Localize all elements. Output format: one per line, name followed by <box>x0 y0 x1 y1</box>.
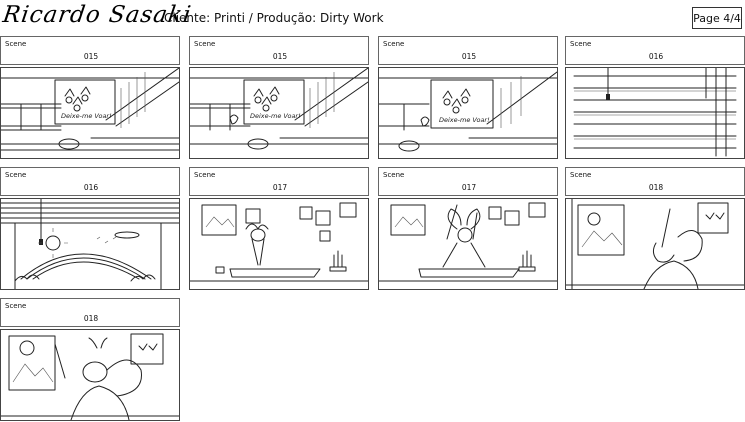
panel-drawing-frame: Deixe-me Voar! <box>0 67 180 159</box>
panel-label-box: Scene 015 <box>0 36 180 65</box>
fairy-yoga-sketch <box>379 202 557 282</box>
panel-label-box: Scene 016 <box>0 167 180 196</box>
scene-number: 016 <box>83 183 99 192</box>
scene-number: 015 <box>83 52 99 61</box>
window-blinds-sketch <box>573 68 737 157</box>
panel-label-box: Scene 016 <box>565 36 745 65</box>
scene-label: Scene <box>194 171 216 179</box>
fairy-yoga-sketch <box>190 202 368 282</box>
banner-text: Deixe-me Voar! <box>439 116 490 124</box>
panel-drawing-frame <box>565 67 745 159</box>
panel-drawing-frame <box>0 329 180 421</box>
staircase-banner-sketch: Deixe-me Voar! <box>1 68 179 151</box>
panel-label-box: Scene 017 <box>378 167 558 196</box>
panel-label-box: Scene 018 <box>0 298 180 327</box>
scene-label: Scene <box>570 171 592 179</box>
scene-number: 015 <box>272 52 288 61</box>
scene-number: 016 <box>648 52 664 61</box>
panel-drawing-frame <box>378 198 558 290</box>
panel-label-box: Scene 017 <box>189 167 369 196</box>
panel-label-box: Scene 015 <box>189 36 369 65</box>
storyboard-panel: Scene 015 Deixe-me Voar! <box>378 36 558 160</box>
panel-drawing-frame: Deixe-me Voar! <box>189 67 369 159</box>
banner-text: Deixe-me Voar! <box>250 112 301 120</box>
staircase-banner-sketch: Deixe-me Voar! <box>190 68 368 150</box>
staircase-banner-sketch: Deixe-me Voar! <box>379 71 557 152</box>
panel-label-box: Scene 015 <box>378 36 558 65</box>
blinds-rainbow-sketch <box>1 199 179 289</box>
storyboard-panel: Scene 017 <box>189 167 369 291</box>
scene-label: Scene <box>5 171 27 179</box>
scene-number: 015 <box>461 52 477 61</box>
fairy-waking-sketch <box>1 333 179 420</box>
storyboard-panel: Scene 016 <box>565 36 745 160</box>
scene-label: Scene <box>5 40 27 48</box>
storyboard-panel: Scene 018 <box>0 298 180 422</box>
scene-label: Scene <box>383 40 405 48</box>
panel-drawing-frame: Deixe-me Voar! <box>378 67 558 159</box>
scene-number: 017 <box>461 183 477 192</box>
scene-label: Scene <box>383 171 405 179</box>
scene-label: Scene <box>570 40 592 48</box>
storyboard-panel: Scene 018 <box>565 167 745 291</box>
client-line: Cliente: Printi / Produção: Dirty Work <box>164 11 384 25</box>
scene-label: Scene <box>5 302 27 310</box>
storyboard-panel: Scene 017 <box>378 167 558 291</box>
banner-text: Deixe-me Voar! <box>61 112 112 120</box>
panel-label-box: Scene 018 <box>565 167 745 196</box>
page-indicator: Page 4/4 <box>692 7 742 29</box>
scene-number: 018 <box>83 314 99 323</box>
storyboard-panel: Scene 016 <box>0 167 180 291</box>
storyboard-header: Ricardo Sasaki Cliente: Printi / Produçã… <box>0 0 745 36</box>
fairy-arm-raised-sketch <box>566 199 744 289</box>
panel-drawing-frame <box>0 198 180 290</box>
scene-number: 018 <box>648 183 664 192</box>
scene-label: Scene <box>194 40 216 48</box>
storyboard-panel: Scene 015 Deixe-me Voar! <box>0 36 180 160</box>
panel-drawing-frame <box>565 198 745 290</box>
panel-drawing-frame <box>189 198 369 290</box>
scene-number: 017 <box>272 183 288 192</box>
storyboard-panel: Scene 015 Deixe-me Voar! <box>189 36 369 160</box>
